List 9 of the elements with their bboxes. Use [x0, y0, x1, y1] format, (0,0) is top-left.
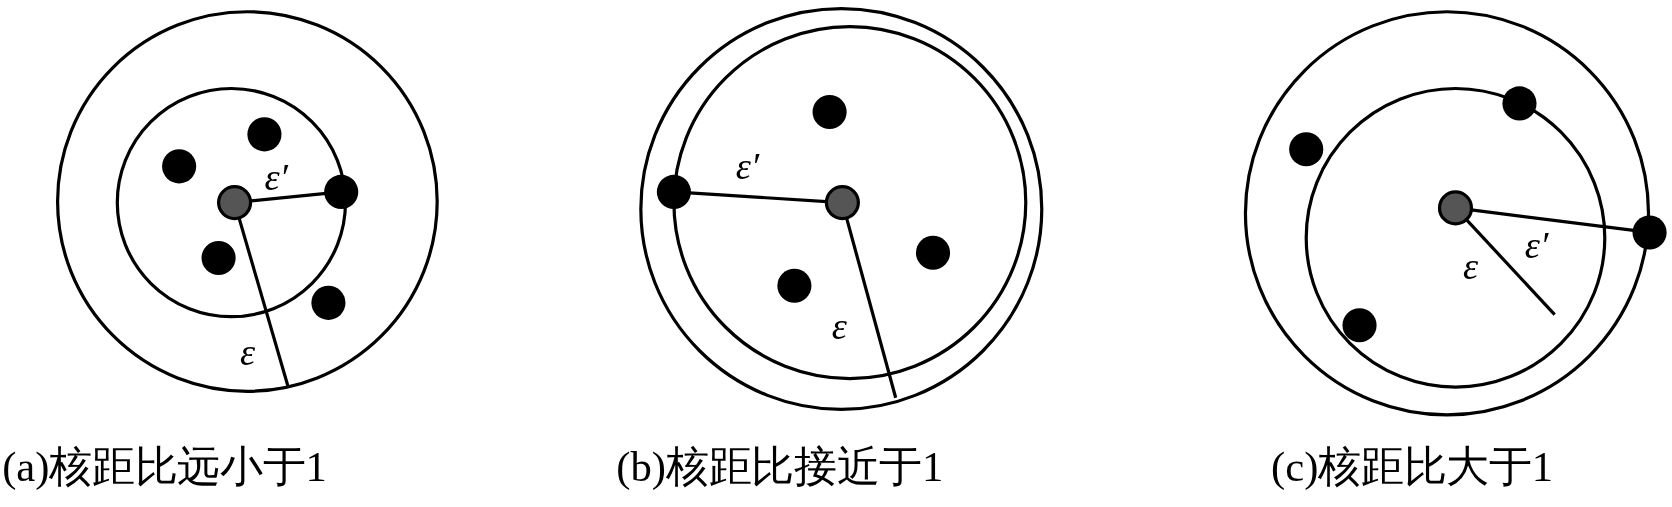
panel-caption: (c)核距比大于1 — [1271, 445, 1553, 489]
radius-label: ε — [831, 307, 847, 346]
radius-label: ε — [239, 332, 256, 372]
panel-caption: (a)核距比远小于1 — [2, 445, 327, 489]
panel-caption: (b)核距比接近于1 — [616, 445, 944, 489]
radius-label: ε′ — [1524, 226, 1549, 265]
radius-label: ε′ — [735, 147, 760, 186]
radius-label: ε — [1462, 247, 1479, 286]
radius-label: ε′ — [264, 157, 288, 197]
